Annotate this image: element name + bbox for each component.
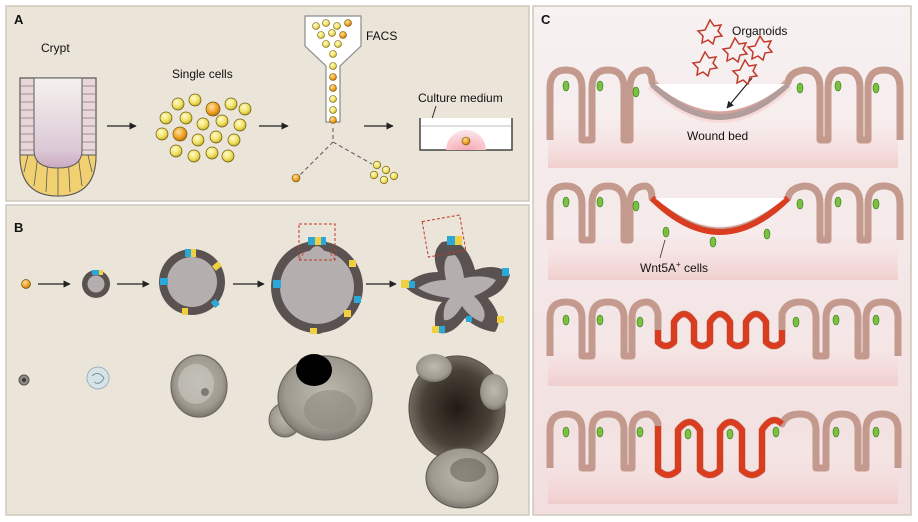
panel-a-letter: A [14,12,24,27]
panel-c-letter: C [541,12,551,27]
star-organoid-icon [731,58,759,86]
panel-a: A Crypt Single cells [14,12,513,197]
panel-b: B [14,214,510,509]
crypt-label: Crypt [41,41,70,55]
tissue-row-regenerated [546,410,902,504]
micrograph-row [18,354,508,509]
star-organoid-icon [721,36,749,64]
organoid-stage-branched [401,214,510,334]
single-cell-stage [21,279,31,289]
panel-b-letter: B [14,220,23,235]
wound-bed-label: Wound bed [687,129,748,143]
star-organoid-icon [746,34,774,62]
organoid-stage-small [82,270,110,298]
tissue-row-wound: Wound bed [546,66,904,168]
culture-medium-label: Culture medium [418,91,503,105]
star-organoid-icon [691,50,719,78]
facs-label: FACS [366,29,397,43]
single-cells-label: Single cells [172,67,233,81]
organoids-label: Organoids [732,24,787,38]
culture-dish: Culture medium [418,91,513,151]
star-organoid-icon [696,18,724,46]
crypt-illustration: Crypt [19,41,97,197]
tissue-row-repair: Wnt5A+ cells [546,182,904,280]
facs-funnel: FACS [291,15,399,185]
wnt5a-cells-label: Wnt5A+ cells [640,260,708,275]
organoid-stage-medium [159,249,225,315]
organoid-stage-budding [271,223,363,334]
single-cells-cluster: Single cells [155,67,252,163]
panel-c: C Wound bed Organoids [541,12,904,504]
organoid-stars [691,18,774,86]
tissue-row-new-crypts [546,298,902,386]
